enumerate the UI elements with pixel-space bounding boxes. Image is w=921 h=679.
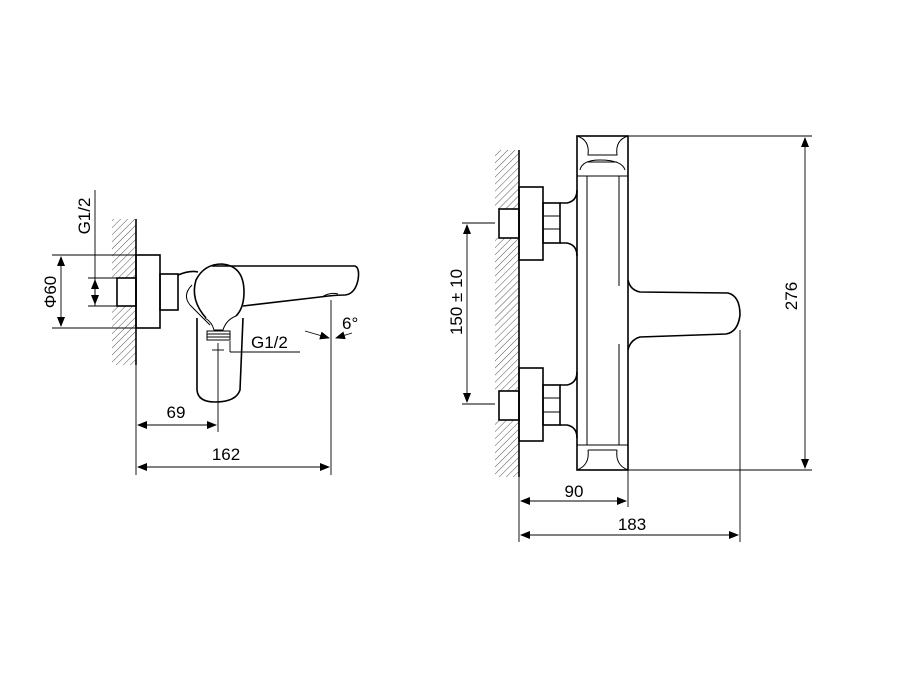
inlet-stub — [116, 277, 137, 307]
flange-upper — [518, 186, 544, 261]
flange-lower — [518, 367, 544, 442]
wall-flange — [135, 254, 161, 329]
spout — [627, 279, 741, 351]
body-round — [193, 263, 245, 319]
dim-thread-vertical: G1/2 — [75, 198, 94, 235]
dim-inlet-spacing: 150 ± 10 — [447, 269, 466, 335]
inlet-stub-lower — [498, 390, 520, 421]
connector-upper — [542, 202, 561, 244]
dim-height: 276 — [782, 282, 801, 310]
wall-hatch — [495, 150, 520, 477]
dim-diameter: Φ60 — [41, 276, 60, 308]
dim-total-depth-front: 183 — [618, 515, 646, 534]
outlet-thread — [206, 330, 231, 341]
dim-angle: 6° — [342, 314, 358, 333]
thermostat-body — [576, 135, 629, 471]
handle — [196, 317, 244, 403]
connector-lower — [542, 384, 561, 426]
dim-body-depth: 90 — [565, 482, 584, 501]
dim-outlet-offset: 69 — [167, 403, 186, 422]
front-view: 276 150 ± 10 90 183 — [447, 135, 812, 542]
side-view: Φ60 G1/2 G1/2 6° 69 162 — [41, 190, 360, 475]
wall-hatch — [112, 219, 137, 365]
spout — [212, 265, 360, 307]
neck — [159, 273, 179, 311]
inlet-stub-upper — [498, 208, 520, 239]
body-join — [177, 270, 199, 276]
dim-thread-outlet: G1/2 — [251, 333, 288, 352]
dim-total-depth-side: 162 — [212, 445, 240, 464]
